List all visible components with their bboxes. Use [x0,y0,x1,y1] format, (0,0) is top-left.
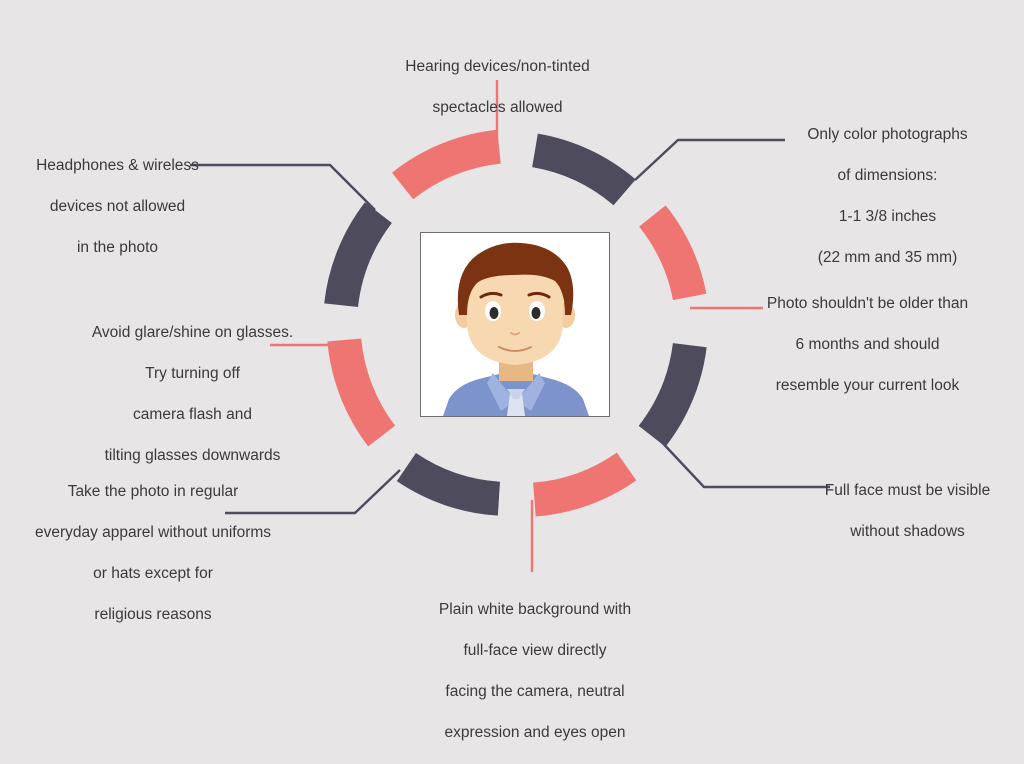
label-bottom: Plain white background with full-face vi… [438,600,632,741]
label-top-left: Headphones & wireless devices not allowe… [36,156,199,256]
diagram-connectors [190,80,830,572]
ring-segment-top-left [324,202,393,308]
ring-segment-top [392,129,502,200]
label-top-right: Only color photographs of dimensions: 1-… [807,125,968,266]
label-right: Photo shouldn't be older than 6 months a… [766,294,969,394]
label-bottom-left: Take the photo in regular everyday appar… [34,482,272,623]
label-top: Hearing devices/non-tinted spectacles al… [405,57,590,116]
connector-top-right [634,138,785,181]
ring-segment-left [327,338,396,447]
ring-segment-top-right [531,133,636,206]
ring-segment-bottom-left [396,452,501,516]
label-bottom-right: Full face must be visible without shadow… [824,481,991,540]
connector-bottom-right [656,436,830,489]
connector-bottom-left [225,469,401,515]
ring-segment-right [638,205,707,301]
ring-segment-bottom-right [638,342,707,447]
passport-photo-man-icon [420,232,610,417]
label-left: Avoid glare/shine on glasses. Try turnin… [91,323,294,464]
connector-top-left [190,163,376,211]
ring-segment-bottom [532,452,637,517]
